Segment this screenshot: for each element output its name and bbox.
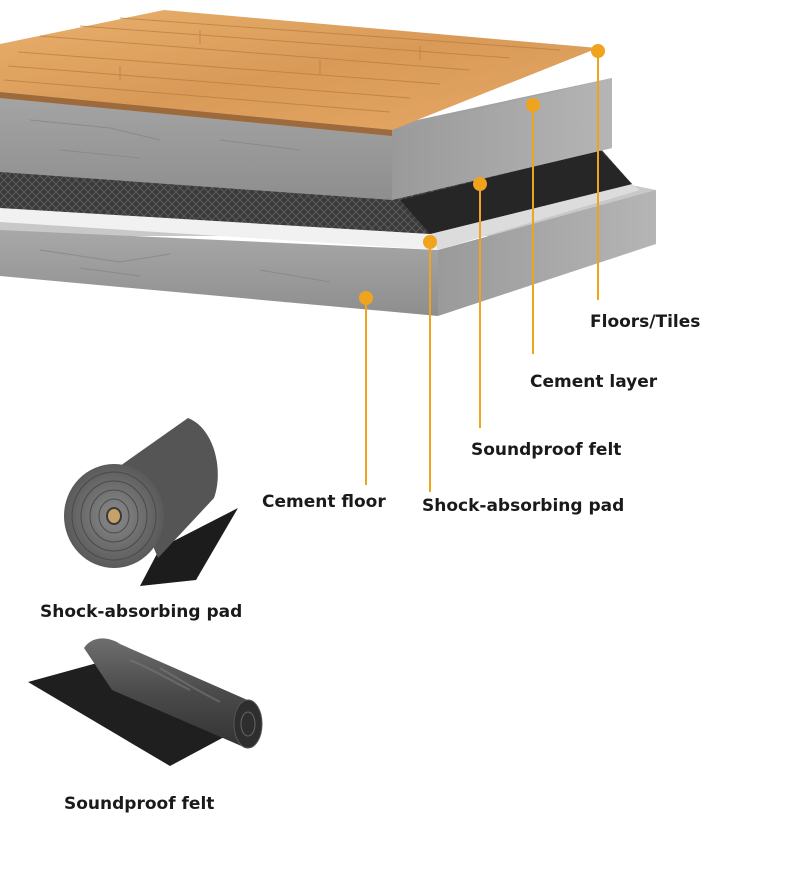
leader-dot-icon [526, 98, 540, 112]
leader-dot-icon [591, 44, 605, 58]
floor-tiles-layer [0, 10, 598, 136]
caption-soundproof-felt: Soundproof felt [64, 794, 215, 814]
label-shock-absorbing-pad: Shock-absorbing pad [422, 496, 625, 516]
pad-roll-icon [64, 418, 238, 586]
label-soundproof-felt: Soundproof felt [471, 440, 622, 460]
label-cement-layer: Cement layer [530, 372, 658, 392]
leader-dot-icon [473, 177, 487, 191]
caption-shock-absorbing-pad: Shock-absorbing pad [40, 602, 243, 622]
label-cement-floor: Cement floor [262, 492, 386, 512]
label-floors-tiles: Floors/Tiles [590, 312, 701, 332]
leader-dot-icon [359, 291, 373, 305]
shock-pad-layer [0, 184, 640, 250]
felt-roll-icon [28, 638, 263, 766]
leader-dot-icon [423, 235, 437, 249]
